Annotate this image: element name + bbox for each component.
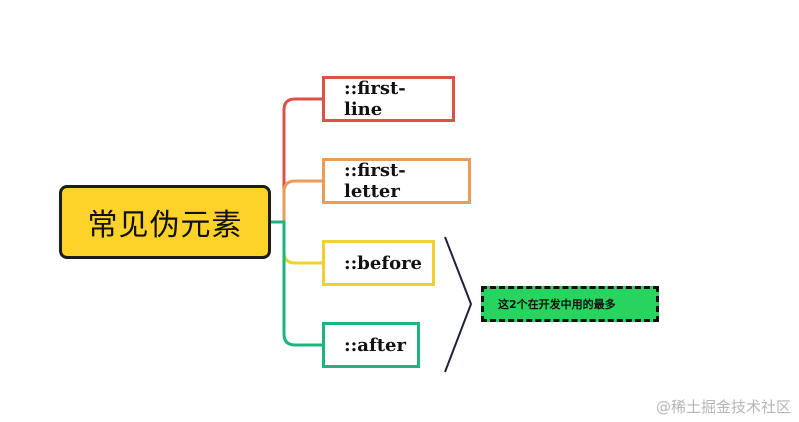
summary-brace (444, 236, 473, 373)
watermark: @稀土掘金技术社区 (655, 398, 791, 416)
summary-note: 这2个在开发中用的最多 (481, 286, 659, 322)
root-node: 常见伪元素 (59, 185, 271, 259)
connector-first-line (271, 97, 322, 224)
connector-first-letter (282, 179, 322, 222)
root-label: 常见伪元素 (87, 208, 243, 243)
branch-label: ::before (344, 252, 423, 274)
branch-first-letter: ::first-letter (322, 158, 471, 204)
connector-after (271, 220, 322, 347)
branch-first-line: ::first-line (322, 76, 455, 122)
branch-before: ::before (322, 240, 435, 286)
branch-label: ::first-letter (344, 160, 406, 202)
summary-note-label: 这2个在开发中用的最多 (498, 298, 616, 311)
connector-before (282, 222, 322, 265)
branch-after: ::after (322, 322, 420, 368)
branch-label: ::after (344, 334, 406, 356)
branch-label: ::first-line (344, 78, 406, 120)
